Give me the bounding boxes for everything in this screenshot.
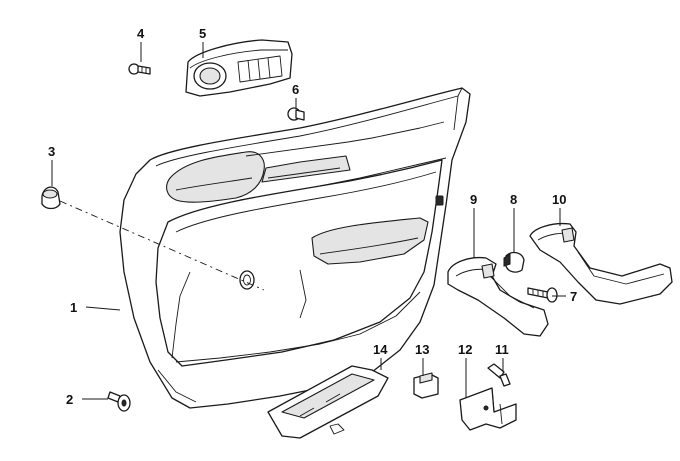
callout-1: 1 (70, 300, 77, 315)
screw-part-7[interactable] (527, 287, 558, 303)
grab-handle-part-9[interactable] (447, 256, 549, 337)
callout-7: 7 (570, 289, 577, 304)
assembly-axis-line (59, 200, 265, 291)
switch-block-part[interactable] (413, 372, 439, 399)
callout-14: 14 (373, 342, 388, 357)
bracket-part[interactable] (459, 387, 517, 431)
callout-4: 4 (137, 26, 145, 41)
clip-part[interactable] (41, 186, 61, 210)
callout-3: 3 (48, 144, 55, 159)
door-pocket-tray-part[interactable] (267, 365, 389, 439)
vent-housing[interactable] (185, 39, 293, 97)
callout-9: 9 (470, 192, 477, 207)
screw-part-11[interactable] (487, 363, 511, 387)
callout-2: 2 (66, 392, 73, 407)
callout-6: 6 (292, 82, 299, 97)
cover-cap-part[interactable] (503, 251, 525, 273)
screw-part-2[interactable] (107, 391, 131, 412)
callout-5: 5 (199, 26, 206, 41)
callout-numbers: 1 2 3 4 5 6 7 8 9 10 11 12 13 14 (48, 26, 577, 407)
callout-10: 10 (552, 192, 566, 207)
callout-13: 13 (415, 342, 429, 357)
push-clip-part[interactable] (287, 107, 305, 121)
callout-12: 12 (458, 342, 472, 357)
door-trim-panel[interactable] (119, 87, 471, 409)
callout-11: 11 (495, 342, 509, 357)
callout-8: 8 (510, 192, 517, 207)
grab-handle-part-10[interactable] (529, 222, 673, 305)
screw-part-4[interactable] (128, 63, 151, 75)
leader-lines (51, 42, 566, 400)
